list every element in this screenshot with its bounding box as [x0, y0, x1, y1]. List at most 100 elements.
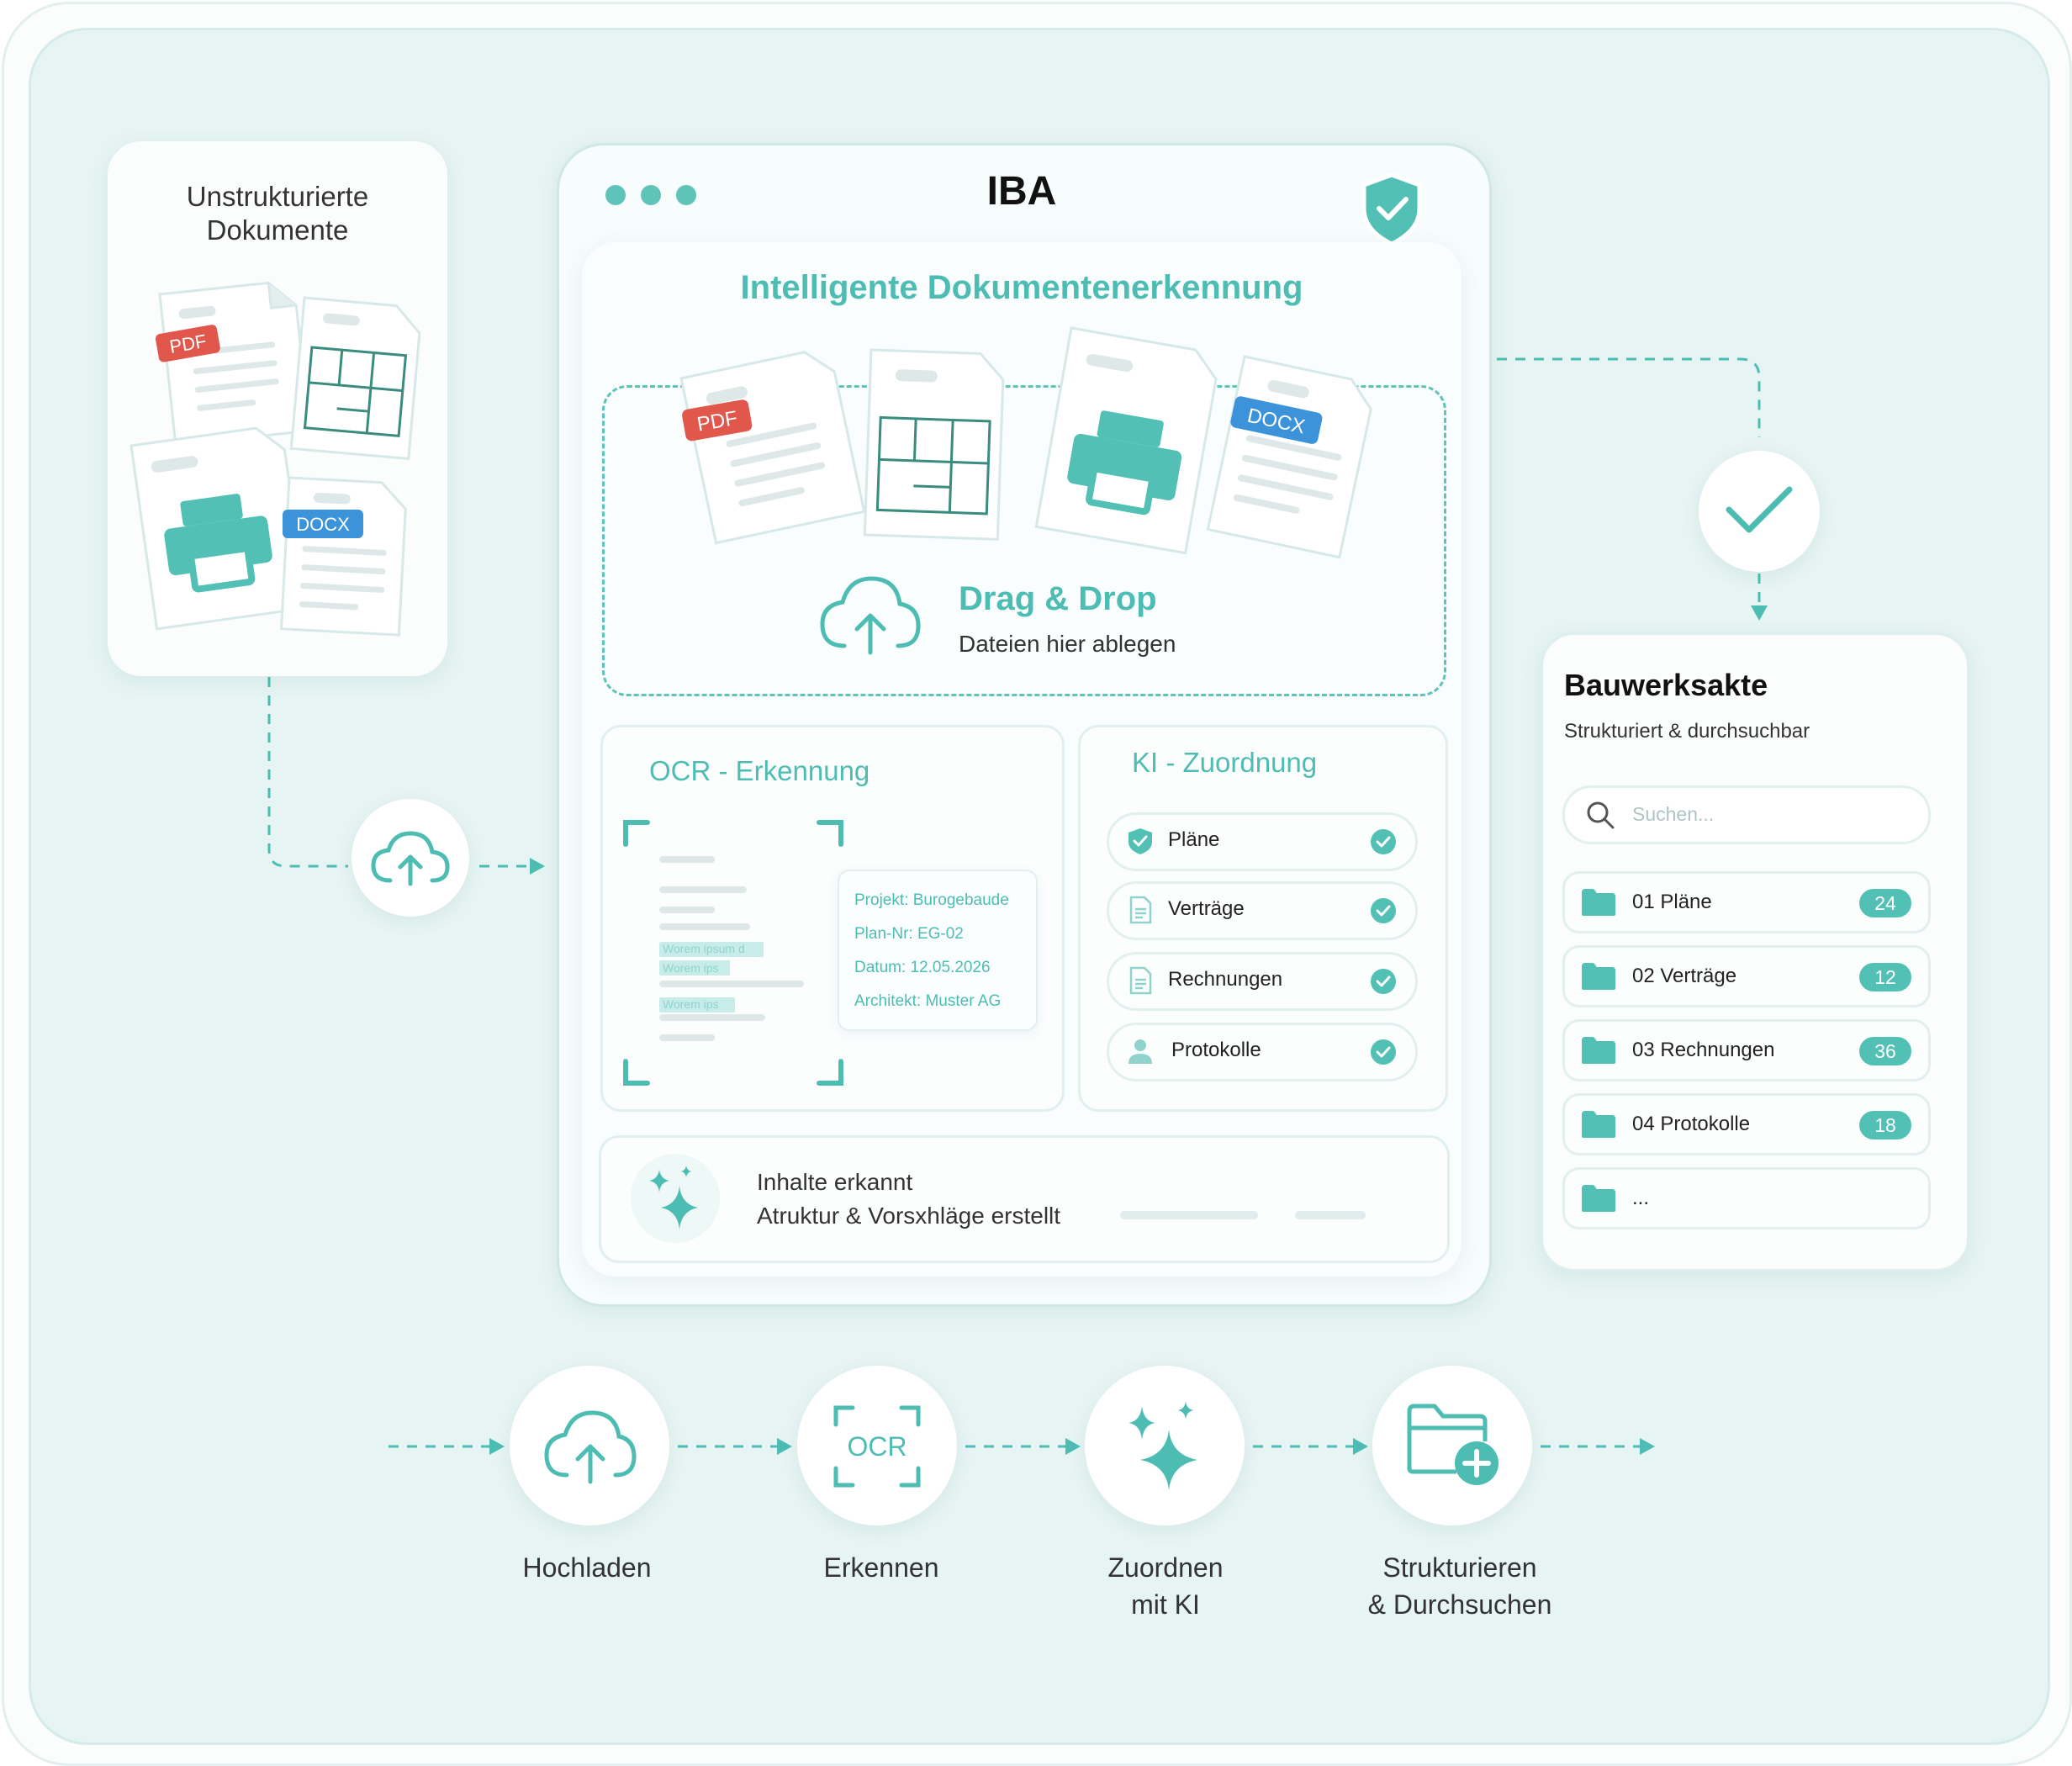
folder-row-vertraege[interactable]: 02 Verträge 12	[1562, 945, 1931, 1007]
drop-title: Drag & Drop	[959, 580, 1157, 617]
docx-document-icon	[1206, 355, 1372, 559]
arrowhead-archive	[1751, 605, 1768, 621]
check-node	[1699, 451, 1820, 572]
arrowhead-app	[530, 858, 545, 875]
folder-icon	[1582, 1185, 1615, 1212]
step-label-line-1: Strukturieren	[1382, 1552, 1537, 1583]
arrowhead-step-1	[777, 1438, 792, 1455]
folder-icon	[1582, 1111, 1615, 1138]
folder-label: 03 Rechnungen	[1632, 1039, 1775, 1061]
progress-placeholder-1	[1120, 1211, 1258, 1219]
extracted-fields-card	[838, 870, 1038, 1031]
scan-document-icon	[130, 426, 309, 631]
check-circle-icon	[1371, 898, 1396, 923]
step-structure-circle	[1372, 1366, 1532, 1525]
floor-plan-document-icon	[863, 348, 1005, 541]
drop-subtitle: Dateien hier ablegen	[959, 631, 1176, 657]
scan-frame-icon	[623, 820, 843, 1086]
step-label-line-1: Zuordnen	[1107, 1552, 1224, 1583]
folder-add-icon	[1407, 1404, 1498, 1485]
app-title: IBA	[986, 169, 1057, 214]
arrowhead-step-4	[1640, 1438, 1655, 1455]
ki-item-rechnungen[interactable]: Rechnungen	[1107, 952, 1418, 1011]
folder-count-badge: 24	[1859, 889, 1911, 917]
progress-placeholder-2	[1295, 1211, 1366, 1219]
pdf-document-icon	[158, 281, 311, 447]
ocr-highlight-3: Worem ips	[663, 997, 719, 1011]
sparkle-icon	[649, 1166, 698, 1229]
scan-document-icon	[1034, 326, 1218, 555]
check-circle-icon	[1371, 1039, 1396, 1065]
docx-badge: DOCX	[296, 514, 350, 535]
drop-zone[interactable]	[602, 385, 1446, 696]
folder-label: 01 Pläne	[1632, 891, 1712, 913]
arrowhead-step-0	[489, 1438, 505, 1455]
ki-title: KI - Zuordnung	[1132, 747, 1318, 778]
step-label-line-1: Erkennen	[823, 1552, 939, 1583]
folder-row-protokolle[interactable]: 04 Protokolle 18	[1562, 1093, 1931, 1155]
folder-label: 02 Verträge	[1632, 965, 1737, 987]
field-date: Datum: 12.05.2026	[854, 959, 991, 976]
search-icon	[1587, 801, 1615, 829]
folder-count-badge: 36	[1859, 1037, 1911, 1065]
folder-count-badge: 12	[1859, 963, 1911, 991]
folder-icon	[1582, 1037, 1615, 1064]
search-input[interactable]: Suchen...	[1632, 803, 1715, 825]
step-label-line-2: mit KI	[1131, 1589, 1200, 1620]
search-box[interactable]: Suchen...	[1562, 785, 1931, 844]
folder-count-badge: 18	[1859, 1111, 1911, 1139]
field-plan-number: Plan-Nr: EG-02	[854, 925, 964, 943]
folder-row-plaene[interactable]: 01 Pläne 24	[1562, 871, 1931, 933]
step-label-line-2: & Durchsuchen	[1367, 1589, 1552, 1620]
field-project: Projekt: Burogebaude	[854, 891, 1009, 909]
title-line-2: Dokumente	[206, 214, 349, 246]
folder-label: 04 Protokolle	[1632, 1113, 1751, 1135]
ki-item-protokolle[interactable]: Protokolle	[1107, 1023, 1418, 1081]
document-icon	[1129, 896, 1152, 924]
status-line-1: Inhalte erkannt	[757, 1169, 913, 1195]
floor-plan-document-icon	[289, 296, 421, 461]
status-panel	[599, 1135, 1450, 1263]
folder-row-more[interactable]: ...	[1562, 1167, 1931, 1229]
check-circle-icon	[1371, 829, 1396, 854]
field-architect: Architekt: Muster AG	[854, 992, 1002, 1010]
ocr-title: OCR - Erkennung	[649, 755, 870, 786]
app-heading: Intelligente Dokumentenerkennung	[740, 269, 1303, 306]
cloud-upload-icon	[820, 576, 921, 655]
cloud-upload-icon	[544, 1410, 637, 1484]
cloud-upload-icon	[371, 831, 450, 886]
step-recognize-label: Erkennen	[738, 1549, 1024, 1586]
connector-app-to-check	[1497, 357, 1761, 437]
ocr-highlight-2: Worem ips	[663, 961, 719, 975]
status-line-2: Atruktur & Vorsxhläge erstellt	[757, 1203, 1061, 1229]
document-icon	[1129, 966, 1152, 995]
arrowhead-step-3	[1353, 1438, 1368, 1455]
archive-title: Bauwerksakte	[1564, 668, 1768, 702]
ki-item-label: Verträge	[1168, 897, 1245, 920]
security-shield-icon	[1361, 172, 1422, 246]
step-assign-label: Zuordnen mit KI	[1023, 1549, 1308, 1623]
window-dot-1	[605, 185, 626, 205]
window-dot-2	[641, 185, 661, 205]
folder-icon	[1582, 889, 1615, 916]
folder-icon	[1582, 963, 1615, 990]
folder-row-rechnungen[interactable]: 03 Rechnungen 36	[1562, 1019, 1931, 1081]
ocr-icon-text: OCR	[847, 1431, 906, 1462]
check-circle-icon	[1371, 969, 1396, 994]
step-upload-label: Hochladen	[444, 1549, 730, 1586]
shield-icon	[1128, 828, 1152, 854]
status-icon-bg	[631, 1154, 720, 1243]
ocr-highlight-1: Worem ipsum d	[663, 942, 745, 955]
unstructured-docs-title: Unstrukturierte Dokumente	[108, 180, 447, 247]
ki-item-label: Rechnungen	[1168, 968, 1283, 991]
ki-item-vertraege[interactable]: Verträge	[1107, 881, 1418, 940]
pdf-document-icon	[679, 351, 866, 545]
sparkle-icon	[1128, 1401, 1197, 1490]
title-line-1: Unstrukturierte	[186, 181, 369, 212]
unstructured-doc-stack: PDF DOCX	[130, 281, 421, 637]
step-structure-label: Strukturieren & Durchsuchen	[1317, 1549, 1603, 1623]
ki-item-label: Protokolle	[1171, 1039, 1261, 1061]
window-dot-3	[676, 185, 696, 205]
ki-item-plaene[interactable]: Pläne	[1107, 812, 1418, 871]
